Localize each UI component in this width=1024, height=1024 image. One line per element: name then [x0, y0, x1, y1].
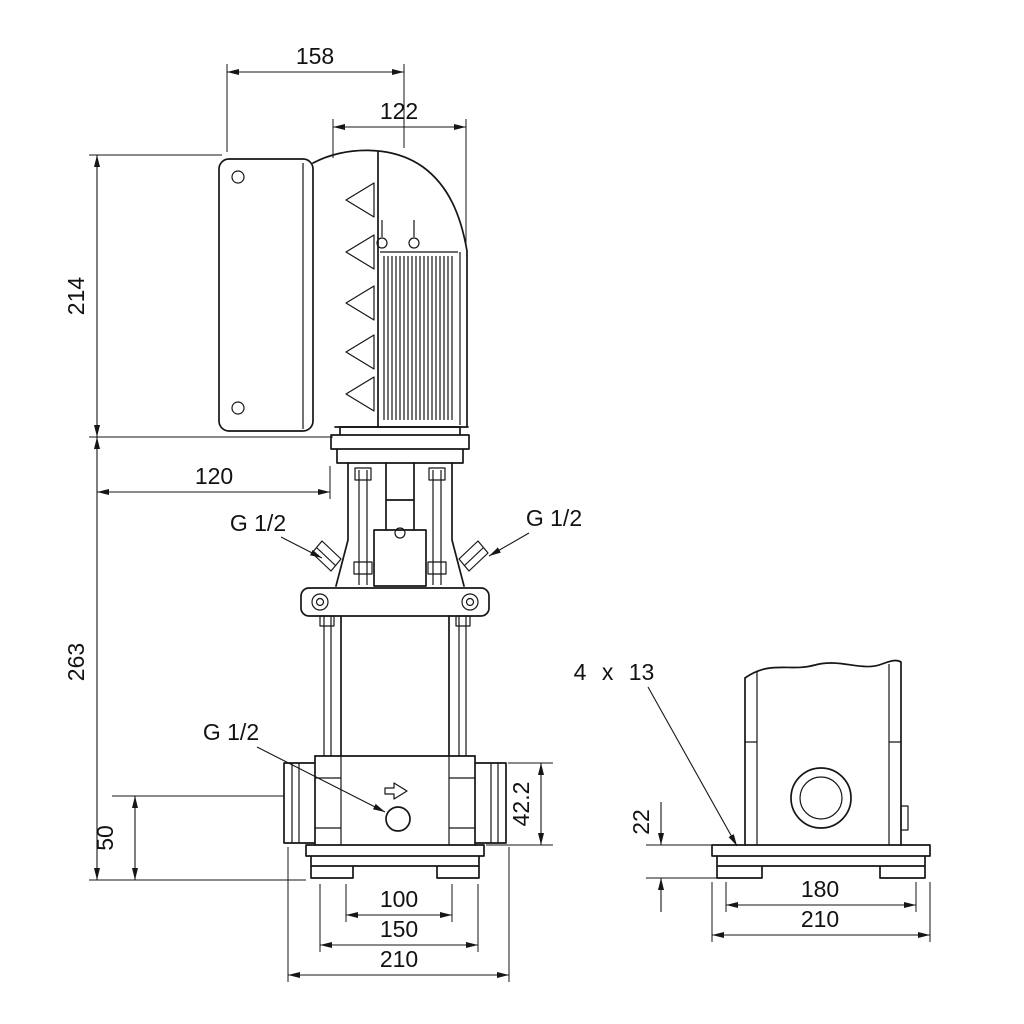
dim-label-base-150: 150	[380, 916, 418, 942]
dim-label-motor-height: 214	[63, 277, 89, 316]
dim-pump-height: 263	[63, 437, 306, 881]
chamber-stack	[314, 615, 476, 757]
mounting-holes-label: 4 x 13	[574, 659, 655, 685]
flange-bolt-icon	[315, 597, 325, 607]
port-label: G 1/2	[203, 719, 259, 745]
screw-icon	[231, 401, 245, 415]
control-box	[218, 158, 314, 432]
control-box-housing	[218, 158, 314, 432]
flange-bolt-icon	[465, 597, 475, 607]
dim-label-pump-height: 263	[63, 643, 89, 681]
motor	[312, 149, 469, 428]
extension-lines	[319, 884, 479, 952]
port-fitting-left	[311, 540, 342, 572]
screw-icon	[231, 170, 245, 184]
base-plate	[305, 844, 485, 879]
dim-label-port-height: 42.2	[508, 782, 534, 827]
port-details	[291, 756, 499, 845]
motor-flange-stack	[330, 426, 470, 464]
dim-label-head-width: 120	[195, 463, 233, 489]
head-flange-plate	[300, 587, 490, 617]
leader-line	[488, 532, 530, 557]
extension-lines	[646, 844, 717, 879]
port-bore-outer	[790, 767, 852, 829]
tie-rods	[319, 615, 471, 756]
label-port-top-left: G 1/2	[230, 510, 323, 559]
pump-base	[283, 755, 507, 846]
cover-pin-icon	[394, 527, 406, 539]
head-flange	[300, 587, 490, 617]
port-label: G 1/2	[526, 505, 582, 531]
leader-line	[647, 686, 738, 847]
cooling-fins	[383, 256, 453, 420]
side-tab	[900, 805, 909, 831]
pump-head-outline	[335, 462, 465, 587]
dim-label-base-210: 210	[380, 946, 418, 972]
dim-base-100: 100	[345, 884, 453, 922]
dim-port-height: 42.2	[486, 762, 553, 846]
extension-lines	[89, 154, 333, 438]
label-drain-port: G 1/2	[203, 719, 386, 813]
front-body-details	[745, 664, 901, 845]
dim-label-foot-height: 22	[628, 809, 654, 835]
drain-port-icon	[385, 806, 411, 832]
dim-foot-height: 22	[628, 802, 717, 912]
front-body	[744, 659, 909, 846]
front-base-plate-stack	[711, 844, 931, 879]
flange-bolt-icon	[311, 593, 329, 611]
port-label: G 1/2	[230, 510, 286, 536]
extension-lines	[287, 847, 510, 982]
dim-total-width: 158	[226, 43, 405, 152]
flow-arrow-icon	[384, 782, 408, 800]
front-base-plate	[711, 844, 931, 879]
extension-lines	[332, 119, 467, 246]
chamber-sleeve	[314, 615, 476, 757]
dim-label-motor-width: 122	[380, 98, 418, 124]
dim-head-width: 120	[97, 463, 331, 499]
label-port-top-right: G 1/2	[488, 505, 582, 557]
bolt-icon	[408, 237, 420, 249]
dim-motor-height: 214	[63, 154, 333, 438]
dim-label-outlet-height: 50	[92, 825, 118, 851]
port-fitting-right	[458, 540, 489, 572]
side-view: 158 122 214 120 263 G 1/2 G 1/2	[63, 43, 582, 982]
base-and-port-flanges	[283, 755, 507, 846]
dim-foot-180: 180	[725, 876, 917, 912]
bolt-icon	[376, 237, 388, 249]
front-body-outline	[744, 659, 902, 846]
motor-outline	[312, 149, 469, 428]
dim-foot-210: 210	[711, 882, 931, 942]
motor-top-details	[380, 220, 461, 425]
motor-flange	[330, 426, 470, 464]
dim-outlet-height: 50	[92, 795, 284, 880]
label-mounting-holes: 4 x 13	[574, 659, 738, 847]
dim-motor-width: 122	[332, 98, 467, 246]
coupling-cover	[373, 529, 427, 587]
dim-label-foot-180: 180	[801, 876, 839, 902]
dim-label-foot-210: 210	[801, 906, 839, 932]
base-plate-stack	[305, 844, 485, 879]
studs-and-nuts	[353, 467, 447, 585]
motor-clamp-lugs	[345, 182, 375, 412]
leader-line	[256, 746, 386, 813]
dim-base-210: 210	[287, 847, 510, 982]
pump-head	[311, 462, 489, 587]
dim-label-base-100: 100	[380, 886, 418, 912]
dim-base-150: 150	[319, 884, 479, 952]
dim-label-total-width: 158	[296, 43, 334, 69]
extension-lines	[486, 762, 553, 846]
leader-line	[280, 536, 323, 559]
port-bore-inner	[799, 776, 843, 820]
extension-lines	[226, 64, 405, 152]
flange-bolt-icon	[461, 593, 479, 611]
front-view: 4 x 13 22 180 210	[574, 659, 931, 942]
